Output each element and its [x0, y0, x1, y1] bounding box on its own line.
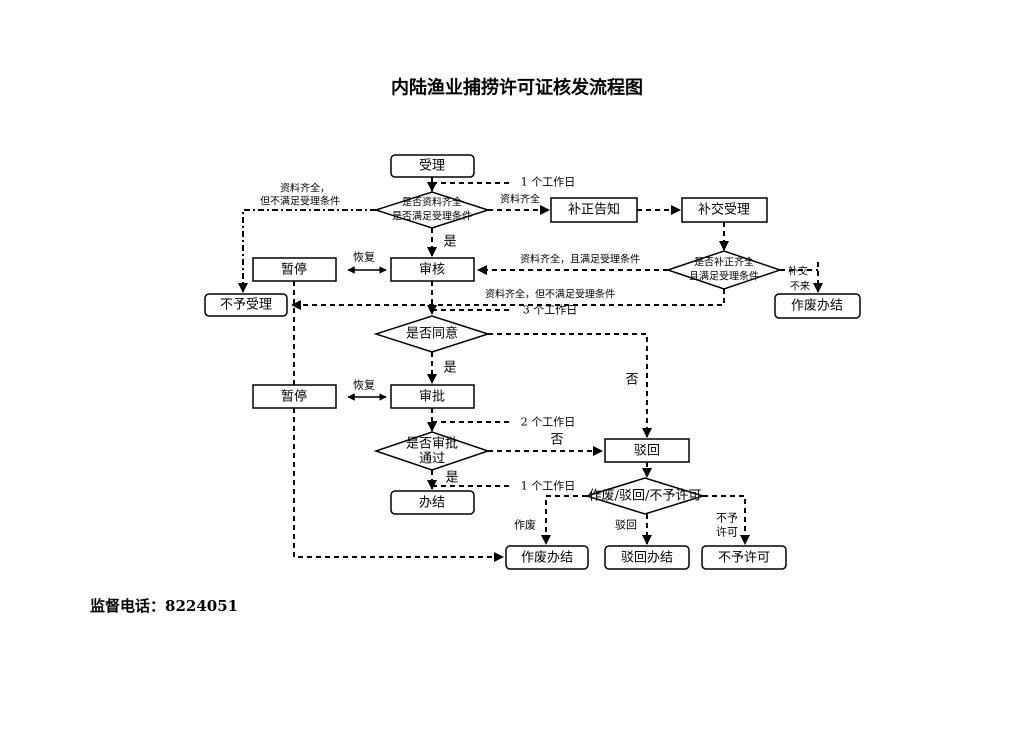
- edge-label: 否: [625, 373, 638, 388]
- node-label: 驳回: [634, 444, 660, 459]
- decision-check-corrected: 是否补正齐全 且满足受理条件: [665, 250, 783, 290]
- node-void-done-top: 作废办结: [774, 293, 861, 319]
- page-title: 内陆渔业捕捞许可证核发流程图: [391, 77, 643, 99]
- edge-label: 驳回: [615, 519, 637, 532]
- node-label: 审核: [419, 263, 445, 278]
- edge-labels: 1 个工作日 资料齐全， 但不满足受理条件 资料齐全 是 恢复 资料齐全，且满足…: [260, 176, 810, 539]
- node-correction-notice: 补正告知: [550, 197, 638, 223]
- edge-label: 恢复: [353, 250, 375, 264]
- node-label: 是否满足受理条件: [392, 210, 472, 223]
- edge-label: 2 个工作日: [521, 416, 576, 429]
- node-deny-permit: 不予许可: [701, 545, 787, 570]
- decision-outcome: 作废/驳回/不予许可: [584, 477, 706, 515]
- node-return-done: 驳回办结: [604, 545, 690, 570]
- node-label: 暂停: [281, 389, 307, 405]
- node-label: 补正告知: [568, 202, 620, 218]
- edge-label: 不予: [716, 512, 738, 525]
- edge-label: 补交: [788, 265, 808, 278]
- node-label: 审批: [419, 390, 445, 405]
- node-label: 是否资料齐全: [402, 196, 462, 209]
- node-label: 受理: [419, 159, 445, 174]
- edge-label: 是: [443, 361, 456, 376]
- edge-label: 否: [550, 433, 563, 448]
- edge-label: 3 个工作日: [523, 304, 578, 317]
- node-label: 是否审批: [406, 437, 458, 452]
- node-label: 通过: [419, 452, 445, 467]
- phone-label: 监督电话：: [90, 597, 165, 615]
- phone-number: 8224051: [165, 597, 238, 615]
- edge-label: 许可: [716, 526, 738, 539]
- node-accept: 受理: [390, 154, 475, 178]
- svg-text:监督电话：8224051: 监督电话：8224051: [90, 597, 238, 615]
- edge-label: 但不满足受理条件: [260, 195, 340, 208]
- edge-label: 1 个工作日: [521, 176, 576, 189]
- node-void-done: 作废办结: [505, 545, 589, 570]
- node-label: 驳回办结: [621, 551, 673, 566]
- edge-label: 资料齐全，: [280, 182, 330, 195]
- decision-check-complete: 是否资料齐全 是否满足受理条件: [373, 191, 491, 229]
- node-label: 作废/驳回/不予许可: [589, 488, 702, 504]
- node-label: 是否同意: [406, 326, 458, 342]
- node-label: 不予受理: [220, 298, 272, 313]
- node-review: 审核: [390, 257, 475, 282]
- decision-agree: 是否同意: [373, 315, 491, 353]
- node-approve: 审批: [390, 384, 475, 409]
- node-label: 暂停: [281, 262, 307, 278]
- node-pause-1: 暂停: [252, 257, 337, 282]
- node-label: 补交受理: [698, 202, 750, 218]
- node-label: 是否补正齐全: [694, 256, 754, 269]
- node-reject-accept: 不予受理: [204, 293, 288, 317]
- edge-label: 恢复: [353, 378, 375, 392]
- node-pause-2: 暂停: [252, 384, 337, 409]
- node-resubmit: 补交受理: [681, 197, 768, 223]
- edge-label: 是: [443, 235, 456, 250]
- edge-label: 1 个工作日: [521, 480, 576, 493]
- footer-phone: 监督电话：8224051: [90, 597, 238, 615]
- edge-label: 不来: [790, 281, 810, 293]
- node-label: 作废办结: [521, 550, 573, 566]
- node-label: 作废办结: [791, 298, 843, 314]
- connectors: [238, 177, 823, 562]
- decision-approved: 是否审批 通过: [373, 431, 491, 471]
- node-label: 且满足受理条件: [689, 270, 759, 283]
- node-label: 办结: [419, 496, 445, 511]
- node-label: 不予许可: [718, 551, 770, 566]
- edge-label: 作废: [514, 518, 536, 532]
- node-return: 驳回: [604, 438, 690, 463]
- node-done: 办结: [390, 490, 475, 515]
- edge-label: 资料齐全，但不满足受理条件: [485, 288, 615, 301]
- edge-label: 资料齐全，且满足受理条件: [520, 253, 640, 266]
- edge-label: 资料齐全: [500, 193, 540, 206]
- edge-label: 是: [445, 471, 458, 486]
